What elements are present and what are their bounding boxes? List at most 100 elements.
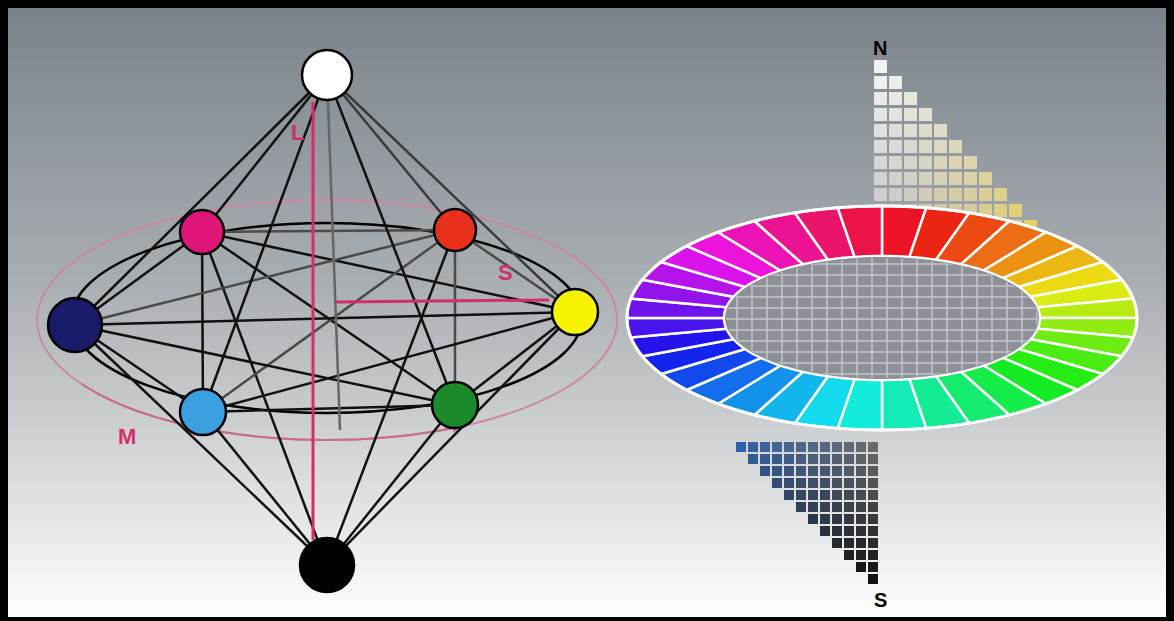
shade-square bbox=[820, 502, 830, 512]
tint-square bbox=[964, 188, 977, 201]
shade-square bbox=[856, 466, 866, 476]
shade-square bbox=[856, 442, 866, 452]
shade-square bbox=[868, 454, 878, 464]
shade-square bbox=[808, 478, 818, 488]
tint-square bbox=[889, 124, 902, 137]
solid-edge bbox=[203, 405, 455, 412]
color-dot bbox=[180, 389, 226, 435]
shade-square bbox=[844, 538, 854, 548]
tint-square bbox=[949, 172, 962, 185]
tint-square bbox=[874, 92, 887, 105]
solid-edge bbox=[202, 232, 575, 312]
tint-square bbox=[919, 124, 932, 137]
shade-square bbox=[808, 466, 818, 476]
shade-square bbox=[784, 466, 794, 476]
shade-square bbox=[868, 526, 878, 536]
shade-square bbox=[844, 526, 854, 536]
tint-square bbox=[964, 156, 977, 169]
grey-grid bbox=[712, 274, 1052, 276]
shade-square bbox=[832, 490, 842, 500]
shade-square bbox=[844, 454, 854, 464]
tint-square bbox=[904, 156, 917, 169]
tint-square bbox=[874, 76, 887, 89]
tint-square bbox=[874, 140, 887, 153]
tint-square bbox=[874, 188, 887, 201]
shade-square bbox=[820, 490, 830, 500]
shade-square bbox=[784, 442, 794, 452]
hue-segment bbox=[838, 206, 882, 257]
grey-grid bbox=[916, 248, 918, 388]
shade-square bbox=[856, 490, 866, 500]
tint-square bbox=[889, 108, 902, 121]
grey-grid bbox=[961, 248, 963, 388]
solid-edge bbox=[202, 75, 327, 232]
tint-square bbox=[949, 156, 962, 169]
solid-edge bbox=[327, 75, 340, 430]
shade-square bbox=[808, 442, 818, 452]
shade-square bbox=[832, 466, 842, 476]
grey-grid bbox=[856, 248, 858, 388]
grey-grid bbox=[976, 248, 978, 388]
shade-square bbox=[832, 442, 842, 452]
solid-edge bbox=[203, 412, 327, 565]
shade-square bbox=[820, 466, 830, 476]
grey-grid bbox=[841, 248, 843, 388]
shade-square bbox=[772, 454, 782, 464]
tint-square bbox=[994, 188, 1007, 201]
shade-square bbox=[868, 466, 878, 476]
axis-label: L bbox=[291, 122, 304, 144]
color-dot bbox=[302, 50, 352, 100]
tint-square bbox=[949, 188, 962, 201]
grey-grid bbox=[712, 307, 1052, 309]
hue-orbit bbox=[37, 200, 617, 440]
shade-square bbox=[760, 454, 770, 464]
shade-square bbox=[832, 514, 842, 524]
tint-square bbox=[889, 92, 902, 105]
shade-square bbox=[796, 490, 806, 500]
shade-square bbox=[832, 538, 842, 548]
tint-square bbox=[874, 156, 887, 169]
tint-square bbox=[874, 124, 887, 137]
tint-square bbox=[889, 188, 902, 201]
shade-square bbox=[748, 442, 758, 452]
shade-square bbox=[832, 502, 842, 512]
solid-edge bbox=[203, 312, 575, 412]
color-dot bbox=[552, 289, 598, 335]
shade-square bbox=[844, 466, 854, 476]
shade-square bbox=[808, 454, 818, 464]
shade-square bbox=[808, 502, 818, 512]
color-dot bbox=[432, 382, 478, 428]
solid-edge bbox=[327, 75, 575, 312]
tint-square bbox=[934, 124, 947, 137]
shade-square bbox=[868, 574, 878, 584]
pole-label: N bbox=[873, 38, 887, 58]
tint-square bbox=[994, 204, 1007, 217]
grey-grid bbox=[736, 248, 738, 388]
grey-grid bbox=[766, 248, 768, 388]
tint-square bbox=[889, 140, 902, 153]
tint-square bbox=[904, 172, 917, 185]
color-dot bbox=[300, 538, 354, 592]
tint-square bbox=[964, 172, 977, 185]
grey-grid bbox=[751, 248, 753, 388]
grey-grid bbox=[1006, 248, 1008, 388]
tint-square bbox=[934, 172, 947, 185]
shade-square bbox=[856, 478, 866, 488]
tint-square bbox=[979, 172, 992, 185]
shade-square bbox=[856, 454, 866, 464]
grey-grid bbox=[712, 296, 1052, 298]
solid-edge bbox=[75, 75, 327, 325]
shade-square bbox=[844, 550, 854, 560]
shade-square bbox=[844, 514, 854, 524]
shade-square bbox=[844, 502, 854, 512]
shade-square bbox=[844, 490, 854, 500]
tint-square bbox=[889, 172, 902, 185]
solid-edge bbox=[454, 230, 457, 405]
grey-grid bbox=[721, 248, 723, 388]
tint-square bbox=[904, 108, 917, 121]
tint-square bbox=[874, 172, 887, 185]
shade-square bbox=[820, 478, 830, 488]
tint-square bbox=[889, 156, 902, 169]
shade-square bbox=[748, 454, 758, 464]
